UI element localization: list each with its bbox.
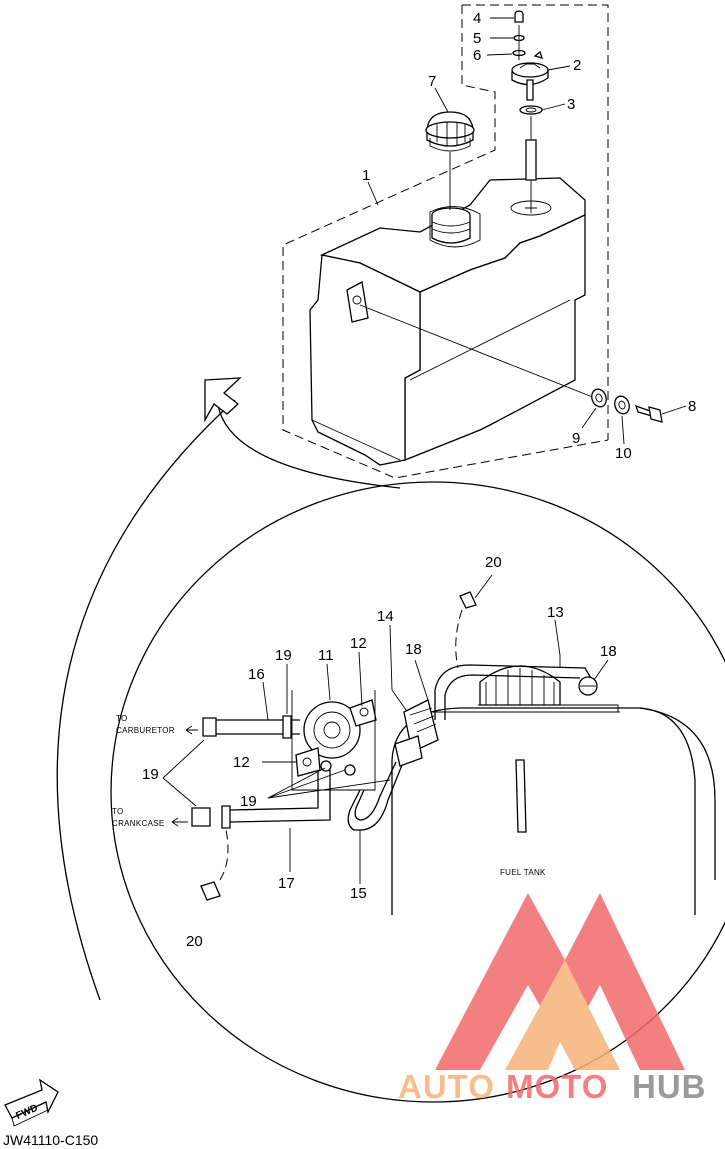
note-to-crankcase-2: CRANKCASE (112, 819, 165, 828)
callout-11: 11 (318, 647, 334, 664)
mount-bolt-set (359, 304, 663, 423)
callout-4: 4 (473, 10, 481, 27)
diagram-code: JW41110-C150 (3, 1132, 98, 1148)
callout-16: 16 (248, 666, 265, 683)
note-to-crankcase-1: TO (112, 807, 124, 816)
callout-3: 3 (567, 96, 575, 113)
note-to-carburetor-2: CARBURETOR (116, 726, 175, 735)
callout-18-right: 18 (600, 643, 617, 660)
watermark-text-moto: MOTO (506, 1068, 608, 1105)
fwd-arrow: FWD (4, 1078, 59, 1127)
watermark-triangle-center (505, 960, 620, 1070)
callout-8: 8 (688, 398, 696, 415)
callout-19-mid: 19 (240, 793, 257, 810)
watermark-triangle-right (565, 893, 685, 1070)
fuel-gauge-assembly (511, 10, 549, 205)
callout-19-left: 19 (142, 766, 159, 783)
callout-14: 14 (377, 608, 394, 625)
callout-18-left: 18 (405, 641, 422, 658)
automotohub-watermark: AUTO MOTO HUB (398, 893, 707, 1105)
callout-7: 7 (428, 73, 436, 90)
detail-fuel-tank (391, 665, 716, 915)
callout-1: 1 (362, 167, 370, 184)
detail-callout (56, 377, 725, 1103)
watermark-text-hub: HUB (632, 1068, 707, 1105)
callout-6: 6 (473, 47, 481, 64)
callout-20-top: 20 (485, 554, 502, 571)
callout-20-bottom: 20 (186, 933, 203, 950)
note-fuel-tank: FUEL TANK (500, 868, 546, 877)
watermark-triangle-left (435, 893, 565, 1070)
callout-19-top: 19 (275, 647, 292, 664)
leader-lines (162, 17, 687, 884)
callout-15: 15 (350, 885, 367, 902)
dashed-group-outlines (282, 4, 609, 479)
callout-13: 13 (547, 604, 564, 621)
callout-9: 9 (572, 430, 580, 447)
diagram-notes: TO CARBURETOR TO CRANKCASE FUEL TANK (112, 714, 546, 877)
note-to-carburetor-1: TO (116, 714, 128, 723)
callout-5: 5 (473, 30, 481, 47)
callout-numbers: 4 5 6 2 7 3 1 8 9 10 20 13 14 12 18 18 1… (142, 10, 696, 950)
callout-17: 17 (278, 875, 295, 892)
callout-2: 2 (573, 57, 581, 74)
watermark-text-auto: AUTO (398, 1068, 495, 1105)
callout-10: 10 (615, 445, 632, 462)
callout-12-top: 12 (350, 635, 367, 652)
filler-cap (425, 111, 475, 244)
callout-12-left: 12 (233, 754, 250, 771)
detail-hoses (171, 591, 598, 901)
